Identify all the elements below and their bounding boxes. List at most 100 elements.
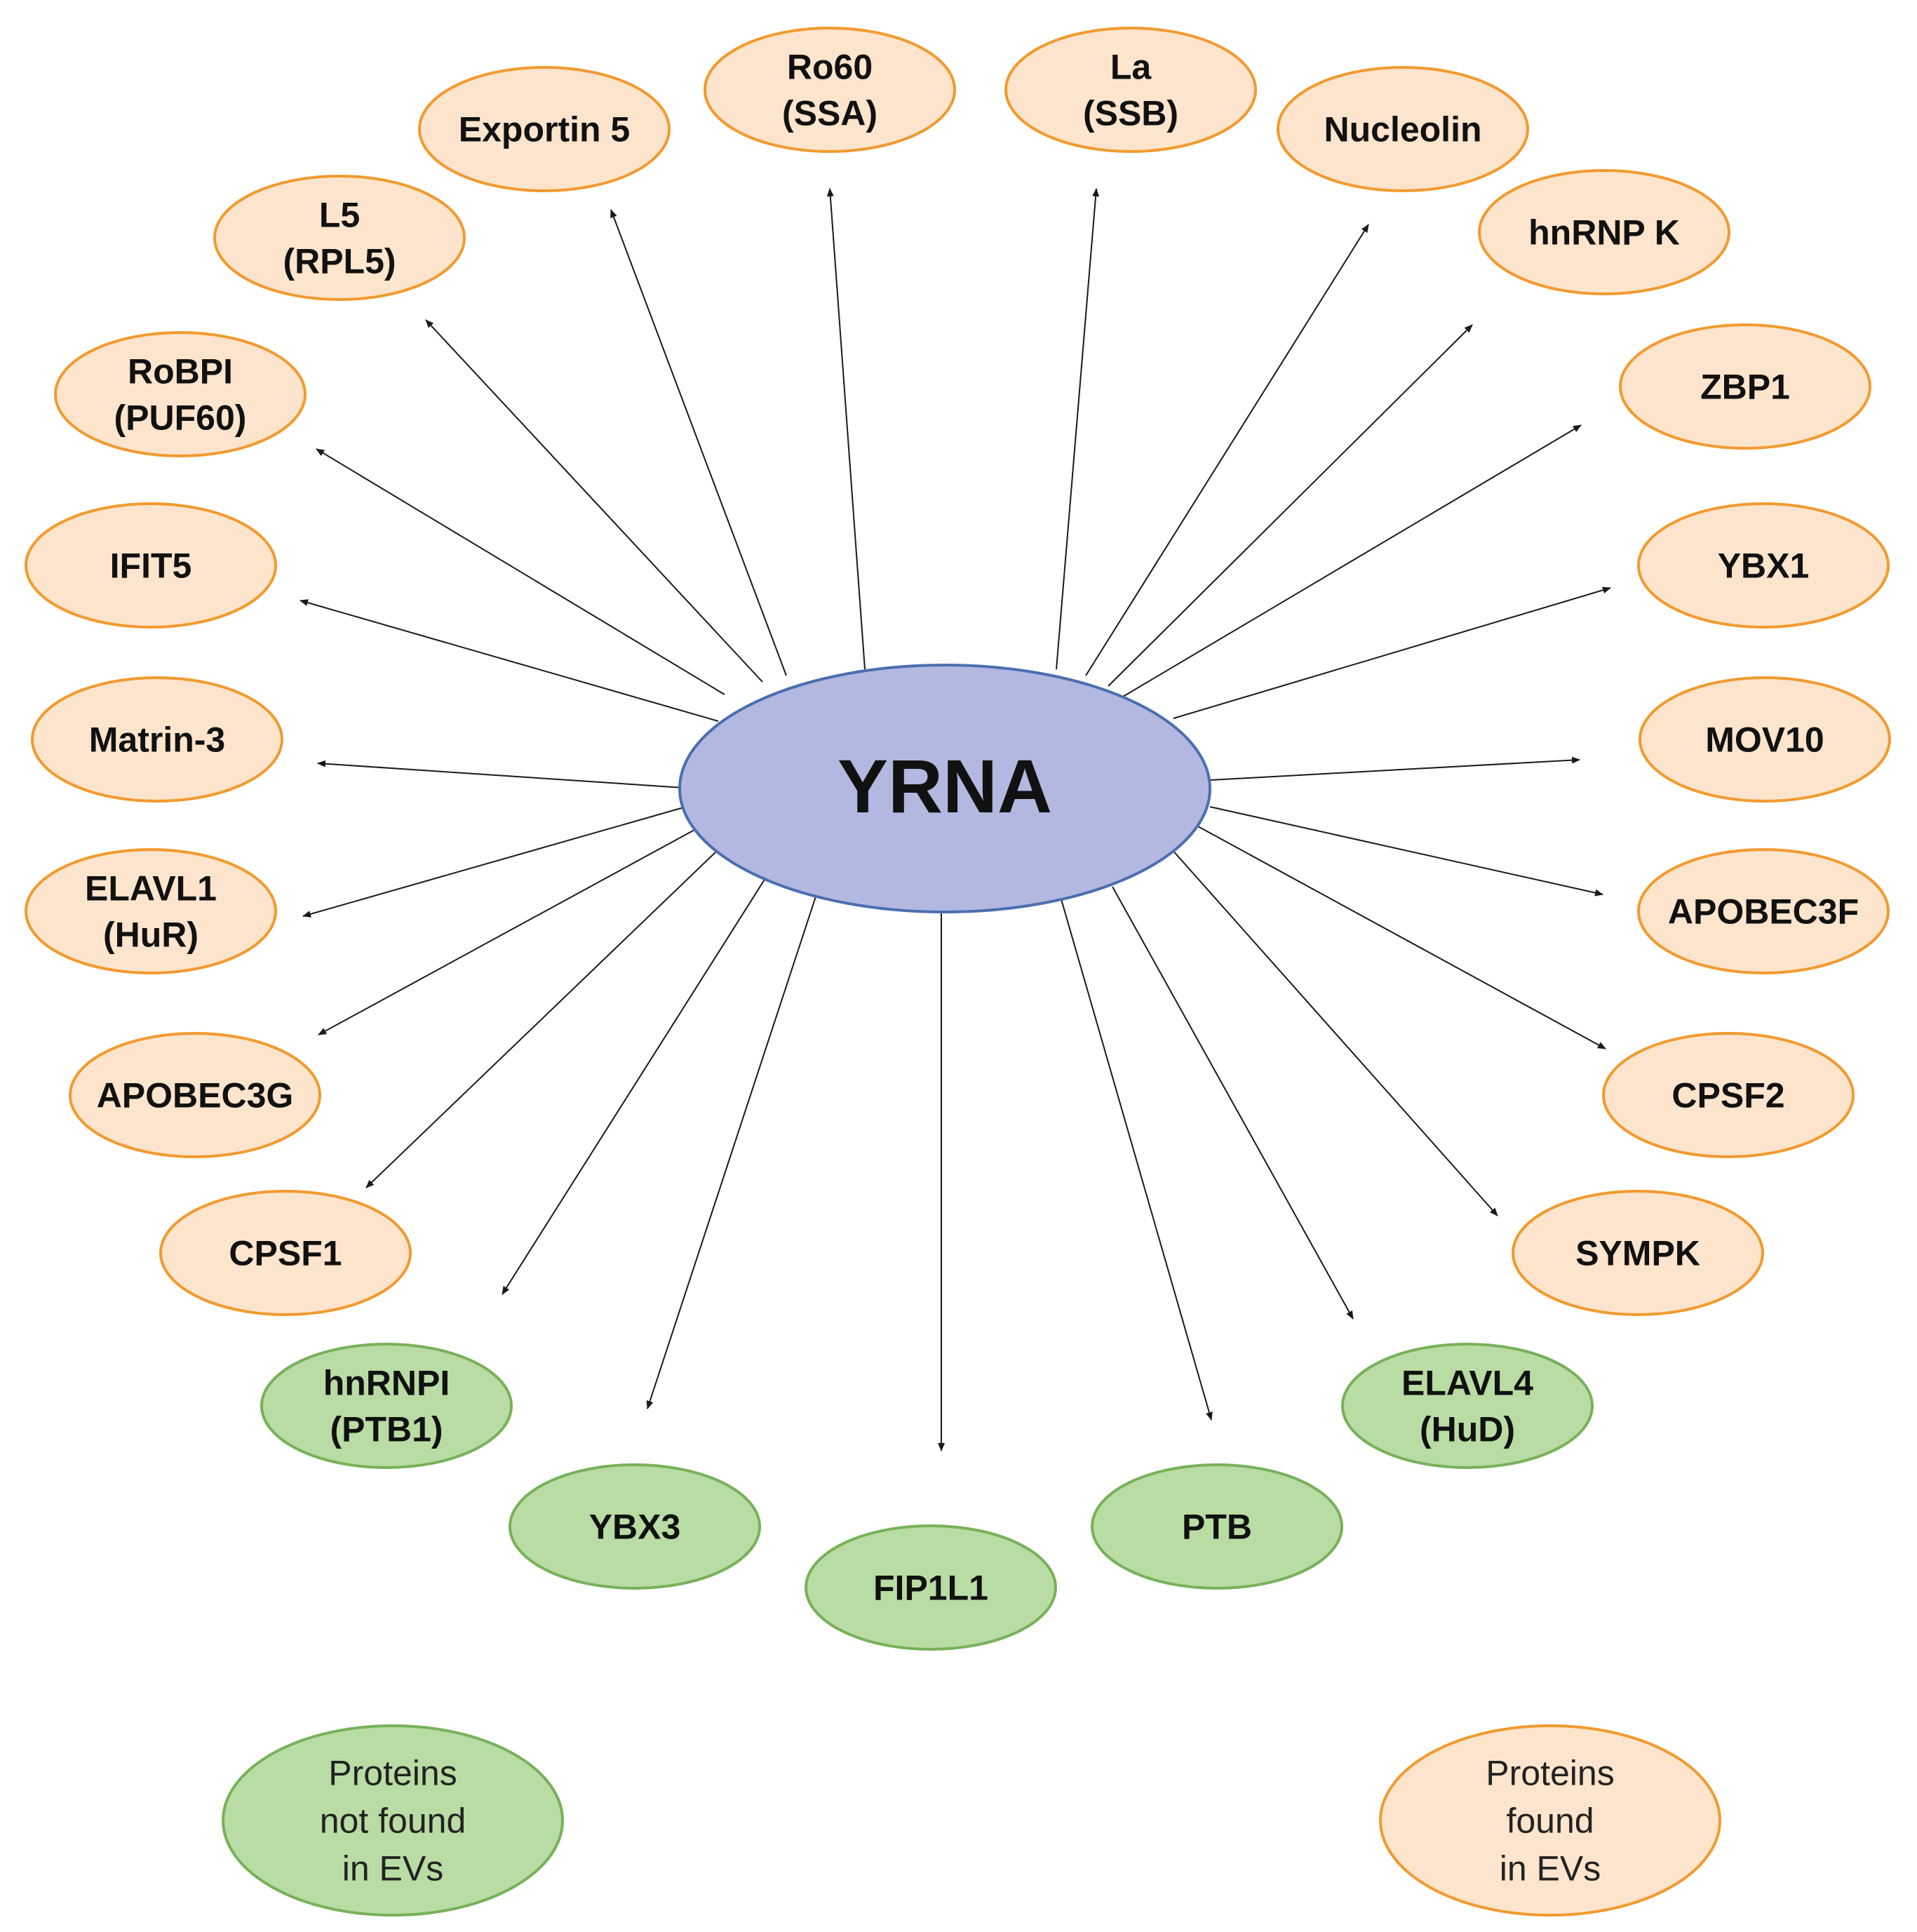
protein-label-robpi: RoBPI (128, 352, 233, 391)
arrow-to-elavl1 (302, 806, 687, 918)
legend-label-found: in EVs (1500, 1849, 1601, 1889)
protein-node-hnrnpi: hnRNPI (PTB1) (260, 1343, 513, 1469)
protein-ellipse-apobec3f (1637, 848, 1890, 974)
legend-label-not-found: Proteins (328, 1754, 457, 1793)
protein-ellipse-hnrnpi (260, 1343, 513, 1469)
nodes-layer: Ro60 (SSA) La (SSB) Nucleolin hnRNP K ZBP1YBX1… (25, 27, 1891, 1651)
arrow-to-sympk (1171, 848, 1498, 1216)
protein-node-robpi: RoBPI (PUF60) (54, 331, 307, 457)
protein-ellipse-cpsf2 (1602, 1032, 1855, 1158)
arrow-to-l5 (425, 319, 763, 683)
protein-node-nucleolin: Nucleolin (1277, 66, 1529, 192)
protein-ellipse-elavl1 (25, 848, 277, 974)
arrow-to-nucleolin (1085, 224, 1369, 676)
protein-label-hnrnpi: hnRNPI (323, 1364, 450, 1403)
protein-node-ybx3: YBX3 (509, 1463, 761, 1590)
protein-label-matrin-3: Matrin-3 (89, 720, 225, 760)
protein-ellipse-cpsf1 (159, 1190, 412, 1316)
center-ellipse (678, 664, 1211, 913)
legend-label-found: Proteins (1486, 1754, 1614, 1793)
protein-label-apobec3g: APOBEC3G (97, 1076, 294, 1115)
protein-ellipse-ifit5 (25, 502, 277, 629)
arrow-to-elavl4 (1112, 886, 1354, 1320)
protein-ellipse-ybx3 (509, 1463, 761, 1590)
arrow-to-apobec3f (1209, 806, 1603, 897)
arrow-to-hnrnp-k (1108, 324, 1473, 687)
arrow-to-ptb (1061, 899, 1213, 1421)
protein-node-sympk: SYMPK (1512, 1190, 1764, 1316)
protein-node-matrin-3: Matrin-3 (31, 676, 283, 803)
protein-node-ptb: PTB (1091, 1463, 1343, 1590)
arrow-to-cpsf2 (1197, 826, 1606, 1049)
arrow-to-apobec3g (318, 829, 695, 1035)
protein-label-la: (SSB) (1083, 94, 1178, 133)
arrow-to-ifit5 (300, 599, 719, 722)
protein-label-elavl4: (HuD) (1420, 1410, 1515, 1449)
arrow-to-mov10 (1209, 756, 1580, 781)
protein-node-exportin-5: Exportin 5 (418, 66, 671, 192)
protein-ellipse-ptb (1091, 1463, 1343, 1590)
protein-node-elavl4: ELAVL4 (HuD) (1341, 1343, 1594, 1469)
protein-label-hnrnpi: (PTB1) (330, 1410, 443, 1449)
protein-label-robpi: (PUF60) (114, 398, 247, 438)
protein-node-ro60: Ro60 (SSA) (704, 27, 956, 153)
protein-ellipse-matrin-3 (31, 676, 283, 803)
protein-label-cpsf2: CPSF2 (1672, 1076, 1784, 1115)
protein-label-ro60: Ro60 (787, 48, 873, 87)
protein-ellipse-elavl4 (1341, 1343, 1594, 1469)
protein-node-ifit5: IFIT5 (25, 502, 277, 629)
protein-label-la: La (1110, 48, 1152, 87)
legend-label-not-found: in EVs (342, 1849, 444, 1889)
protein-label-elavl1: ELAVL1 (85, 869, 217, 908)
protein-node-hnrnp-k: hnRNP K (1478, 169, 1730, 295)
protein-node-la: La (SSB) (1004, 27, 1257, 153)
arrow-to-exportin-5 (610, 209, 787, 676)
protein-ellipse-zbp1 (1619, 323, 1871, 450)
center-label: YRNA (838, 744, 1052, 829)
legend-label-found: found (1506, 1802, 1594, 1841)
arrow-to-hnrnpi (502, 876, 767, 1295)
arrow-to-ro60 (826, 188, 866, 670)
protein-label-elavl4: ELAVL4 (1401, 1364, 1533, 1403)
protein-label-nucleolin: Nucleolin (1324, 110, 1481, 149)
protein-ellipse-l5 (213, 175, 466, 301)
protein-ellipse-mov10 (1639, 676, 1891, 803)
protein-ellipse-fip1l1 (805, 1524, 1057, 1651)
protein-label-ybx3: YBX3 (589, 1508, 681, 1547)
center-node: YRNA (678, 664, 1211, 913)
protein-node-apobec3g: APOBEC3G (69, 1032, 321, 1158)
protein-ellipse-ybx1 (1637, 502, 1890, 629)
arrows-layer (300, 188, 1611, 1451)
arrow-to-cpsf1 (365, 850, 718, 1188)
legend-swatch-not-found (222, 1724, 564, 1917)
arrow-to-zbp1 (1122, 424, 1582, 697)
protein-ellipse-exportin-5 (418, 66, 671, 192)
protein-ellipse-robpi (54, 331, 307, 457)
arrow-to-matrin-3 (317, 760, 685, 789)
protein-label-hnrnp-k: hnRNP K (1528, 213, 1680, 253)
arrow-to-ybx1 (1173, 586, 1611, 719)
protein-node-ybx1: YBX1 (1637, 502, 1890, 629)
protein-label-zbp1: ZBP1 (1700, 368, 1790, 407)
protein-node-elavl1: ELAVL1 (HuR) (25, 848, 277, 974)
arrow-to-la (1056, 188, 1100, 670)
protein-label-l5: (RPL5) (283, 242, 396, 281)
protein-label-apobec3f: APOBEC3F (1668, 892, 1859, 932)
protein-ellipse-sympk (1512, 1190, 1764, 1316)
protein-label-cpsf1: CPSF1 (229, 1234, 342, 1273)
protein-ellipse-la (1004, 27, 1257, 153)
protein-label-mov10: MOV10 (1705, 720, 1824, 760)
protein-label-elavl1: (HuR) (103, 915, 199, 955)
protein-label-l5: L5 (319, 196, 360, 235)
protein-label-ybx1: YBX1 (1718, 546, 1810, 586)
legend-item-found: Proteins found in EVs (1379, 1724, 1721, 1917)
protein-node-zbp1: ZBP1 (1619, 323, 1871, 450)
protein-ellipse-ro60 (704, 27, 956, 153)
protein-ellipse-hnrnp-k (1478, 169, 1730, 295)
protein-label-fip1l1: FIP1L1 (873, 1569, 988, 1608)
protein-label-sympk: SYMPK (1575, 1234, 1700, 1273)
protein-label-ro60: (SSA) (782, 94, 877, 133)
legend-swatch-found (1379, 1724, 1721, 1917)
protein-node-fip1l1: FIP1L1 (805, 1524, 1057, 1651)
